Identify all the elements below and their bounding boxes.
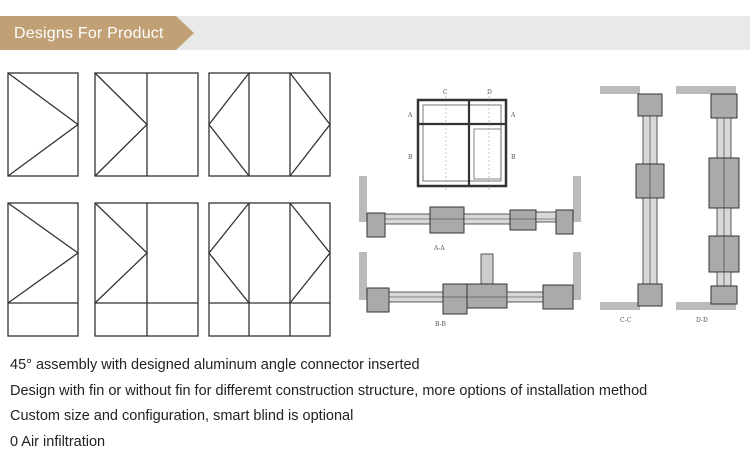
label-section-cc: C-C — [620, 317, 632, 324]
feature-item: Design with fin or without fin for diffe… — [10, 382, 648, 399]
label-a-left: A — [407, 112, 413, 119]
feature-item: 0 Air infiltration — [10, 434, 106, 451]
label-a-right: A — [510, 112, 516, 119]
label-section-dd: D-D — [696, 317, 708, 324]
label-section-bb: B-B — [435, 321, 447, 328]
feature-item: 45° assembly with designed aluminum angl… — [10, 357, 420, 373]
section-bb — [359, 252, 581, 315]
elevation-drawing — [416, 96, 508, 190]
label-b-left: B — [408, 154, 413, 161]
section-dd — [676, 86, 740, 310]
label-section-aa: A-A — [433, 245, 445, 252]
config-double-casement-transom — [208, 202, 331, 337]
label-c: C — [443, 89, 448, 96]
config-single-casement-transom — [7, 202, 80, 337]
config-casement-fixed-transom — [94, 202, 199, 337]
section-aa — [359, 176, 581, 238]
section-cc — [600, 86, 665, 310]
config-casement-fixed — [94, 72, 199, 177]
feature-item: Custom size and configuration, smart bli… — [10, 408, 354, 425]
label-d: D — [487, 89, 492, 96]
config-single-casement — [7, 72, 80, 177]
feature-list: 45° assembly with designed aluminum angl… — [10, 356, 647, 459]
config-double-casement-fixed — [208, 72, 331, 177]
banner-title: Designs For Product — [14, 25, 164, 42]
banner-tab — [0, 16, 194, 50]
label-b-right: B — [511, 154, 516, 161]
